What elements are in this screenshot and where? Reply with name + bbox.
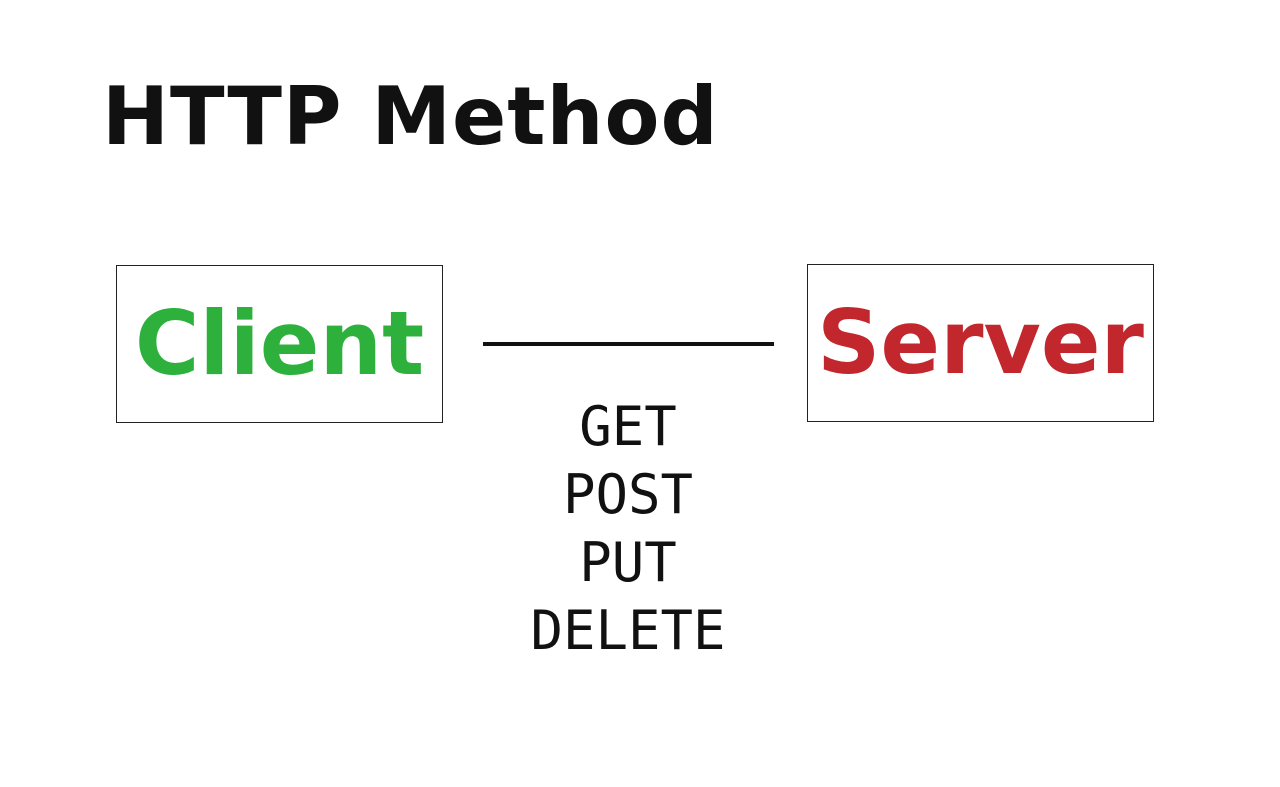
method-put: PUT bbox=[579, 531, 677, 594]
method-get: GET bbox=[579, 395, 677, 458]
server-box: Server bbox=[807, 264, 1154, 422]
client-box: Client bbox=[116, 265, 443, 423]
server-label: Server bbox=[817, 291, 1144, 394]
diagram-title: HTTP Method bbox=[102, 70, 719, 163]
method-delete: DELETE bbox=[530, 599, 726, 662]
method-post: POST bbox=[562, 463, 694, 526]
client-label: Client bbox=[134, 292, 425, 395]
connector-line bbox=[483, 342, 774, 346]
method-list: GET POST PUT DELETE bbox=[480, 393, 776, 665]
